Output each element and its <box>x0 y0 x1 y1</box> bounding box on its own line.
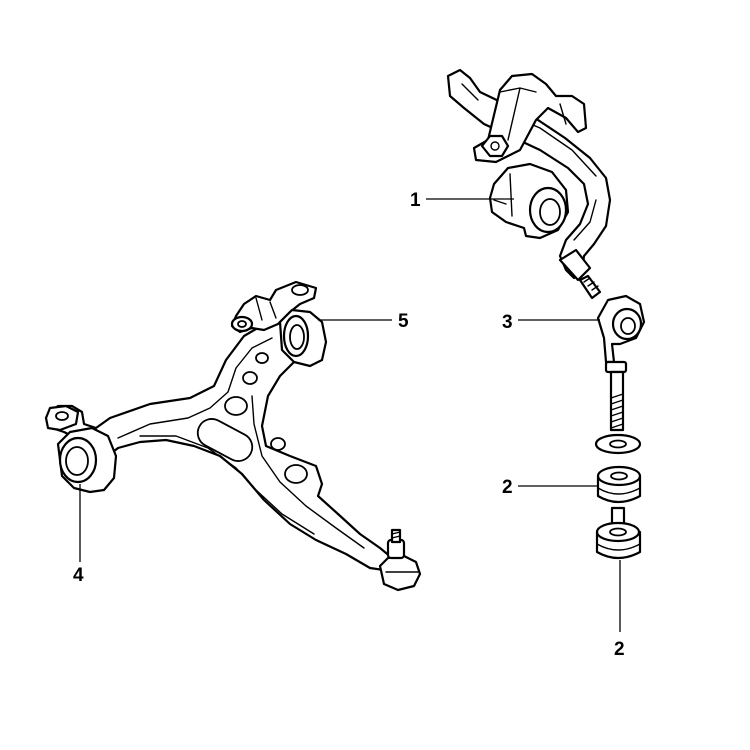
callout-2-upper: 2 <box>502 477 513 498</box>
link-rubber-bushing-lower <box>595 506 642 560</box>
callout-3: 3 <box>502 312 513 333</box>
control-arm-rear-bushing <box>278 308 328 368</box>
callout-1: 1 <box>410 190 421 211</box>
callout-4: 4 <box>73 565 84 586</box>
callout-2-lower: 2 <box>614 639 625 660</box>
stabilizer-bushing <box>488 162 570 240</box>
link-rubber-bushing-upper <box>596 465 642 504</box>
callout-5: 5 <box>398 311 409 332</box>
stabilizer-bar-assembly <box>446 68 612 300</box>
lower-control-arm-assembly <box>44 280 422 592</box>
stabilizer-link-assembly <box>594 294 646 560</box>
callout-labels: 1 2 3 4 5 2 <box>73 190 625 660</box>
link-washer <box>594 433 642 455</box>
bracket-nut <box>480 134 510 158</box>
ball-joint <box>378 528 422 592</box>
control-arm-front-bushing <box>56 426 118 494</box>
callout-leaders <box>79 198 621 632</box>
